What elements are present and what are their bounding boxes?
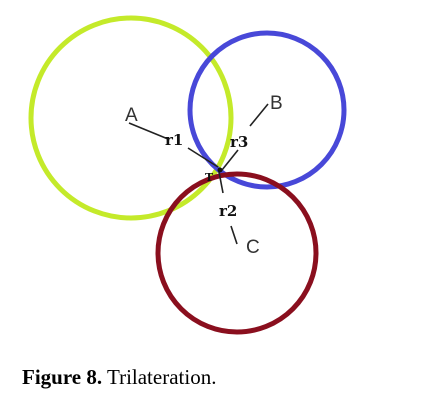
radius-line-a (128, 122, 169, 140)
figure-title: Trilateration. (106, 365, 217, 389)
label-b: B (270, 93, 283, 114)
label-r3: r3 (230, 133, 248, 151)
radius-line-b-end (221, 149, 239, 171)
radius-line-c (218, 171, 224, 194)
label-r1: r1 (165, 131, 183, 149)
label-r2: r2 (219, 202, 237, 220)
label-t: T (205, 171, 214, 184)
circle-b (187, 30, 347, 190)
intersection-point (217, 167, 223, 173)
radius-line-c-end (230, 225, 238, 245)
label-c: C (246, 237, 260, 258)
radius-line-a-end (187, 147, 219, 168)
circle-a (28, 15, 234, 221)
figure-caption: Figure 8. Trilateration. (22, 365, 216, 390)
circle-c (155, 171, 319, 335)
figure-label: Figure 8. (22, 365, 103, 389)
label-a: A (125, 105, 138, 126)
radius-line-b (249, 103, 269, 127)
